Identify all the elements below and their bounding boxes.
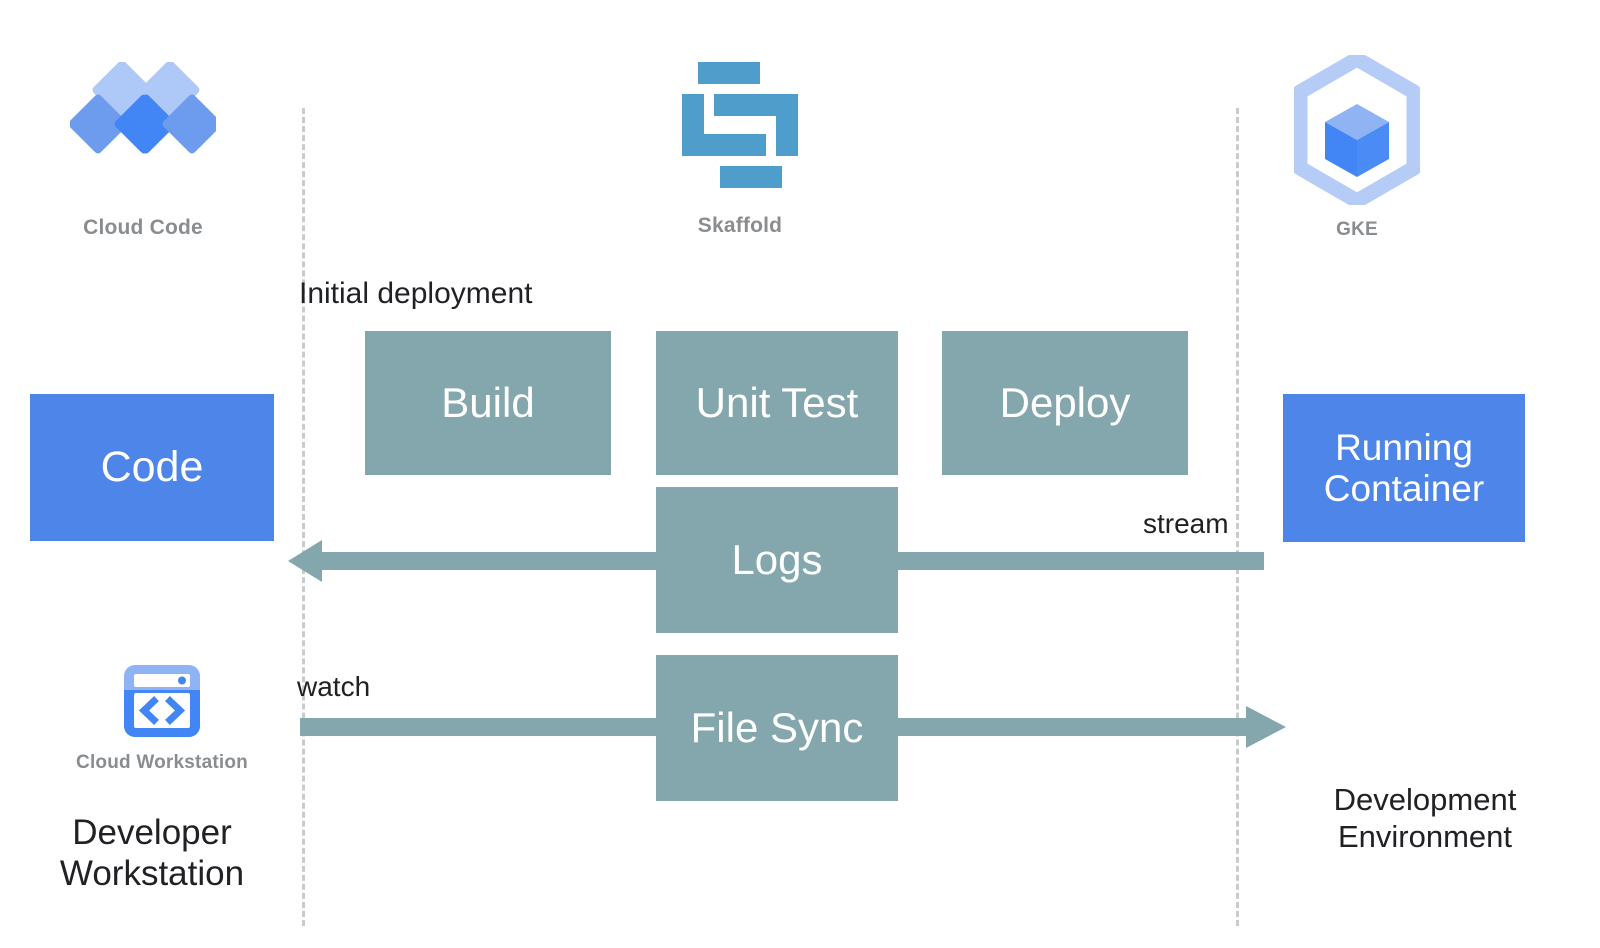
file-sync-flow-arrow-right <box>890 706 1286 748</box>
logs-flow-arrow-left <box>288 540 668 582</box>
label-developer-workstation: Developer Workstation <box>59 813 245 894</box>
cloud-workstation-caption: Cloud Workstation <box>76 752 248 773</box>
logs-flow-line-right <box>890 552 1264 570</box>
label-stream: stream <box>1143 508 1229 539</box>
cloud-code-diamonds-icon <box>70 62 216 154</box>
skaffold-caption: Skaffold <box>697 214 783 237</box>
cloud-code-logo-block: Cloud Code <box>23 62 263 240</box>
cloud-workstation-logo-block: Cloud Workstation <box>42 660 282 774</box>
boundary-line-right <box>1236 108 1239 926</box>
box-build[interactable]: Build <box>365 331 611 475</box>
box-code[interactable]: Code <box>30 394 274 541</box>
gke-hexagon-cube-icon <box>1294 55 1420 205</box>
skaffold-s-blocks-icon <box>682 62 798 188</box>
box-unit-test[interactable]: Unit Test <box>656 331 898 475</box>
box-running-container[interactable]: Running Container <box>1283 394 1525 542</box>
box-logs[interactable]: Logs <box>656 487 898 633</box>
box-deploy[interactable]: Deploy <box>942 331 1188 475</box>
gke-caption: GKE <box>1336 219 1378 240</box>
boundary-line-left <box>302 108 305 926</box>
gke-logo-block: GKE <box>1237 55 1477 241</box>
label-initial-deployment: Initial deployment <box>299 277 533 310</box>
label-development-environment: Development Environment <box>1333 782 1517 854</box>
box-file-sync[interactable]: File Sync <box>656 655 898 801</box>
cloud-workstation-window-code-icon <box>124 665 200 737</box>
skaffold-logo-block: Skaffold <box>620 62 860 238</box>
label-watch: watch <box>297 671 371 702</box>
file-sync-flow-line-left <box>300 718 668 736</box>
cloud-code-caption: Cloud Code <box>83 216 203 239</box>
